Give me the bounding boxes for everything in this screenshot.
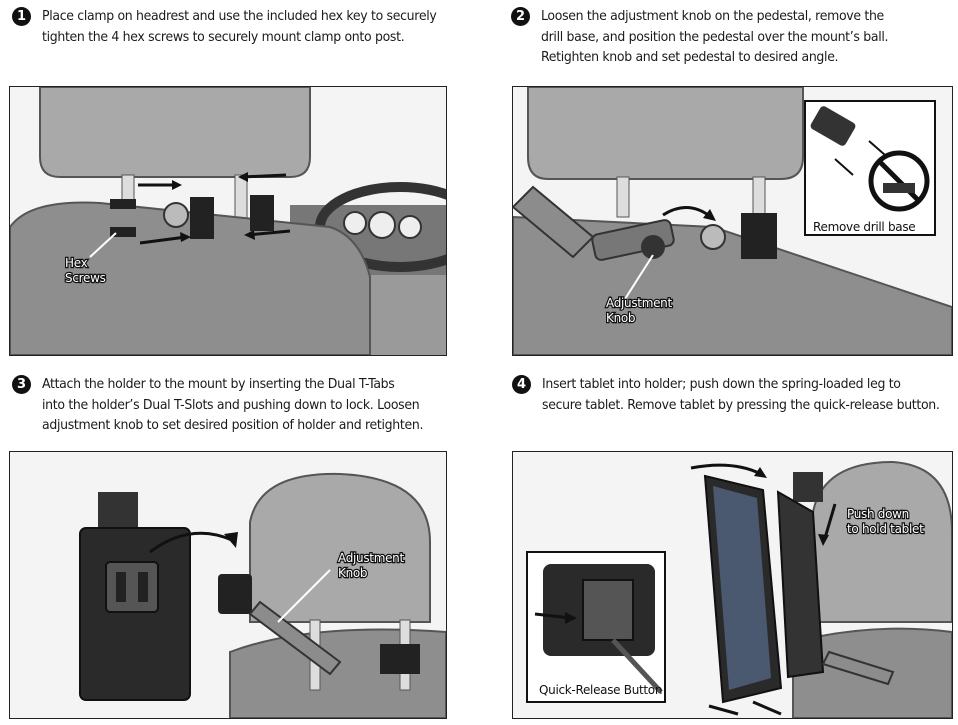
hex-screws-label-line2: Screws [65,271,106,285]
step-3-number: 3 [12,375,31,394]
step-1-number: 1 [12,7,31,26]
push-down-label-line2: to hold tablet [847,522,924,536]
adjustment-knob-label-line1: Adjustment [606,296,672,310]
step-4-instructions: 4 Insert tablet into holder; push down t… [512,374,958,415]
step-4-number: 4 [512,375,531,394]
push-down-label-line1: Push down [847,507,909,521]
step-3-text: Attach the holder to the mount by insert… [42,376,424,433]
adjustment-knob-label-line2: Knob [338,566,367,580]
step-3-instructions: 3 Attach the holder to the mount by inse… [12,374,456,436]
step-2-instructions: 2 Loosen the adjustment knob on the pede… [511,6,918,68]
step-2-number: 2 [511,7,530,26]
step-1-illustration: Hex Screws [9,86,447,356]
adjustment-knob-label-line2: Knob [606,311,635,325]
step-4-text: Insert tablet into holder; push down the… [542,376,940,413]
adjustment-knob-label-line1: Adjustment [338,551,404,565]
step-1-text: Place clamp on headrest and use the incl… [42,8,437,45]
hex-screws-label-line1: Hex [65,256,88,270]
step-1-instructions: 1 Place clamp on headrest and use the in… [12,6,471,47]
step-2-illustration: Adjustment Knob Remove drill base [512,86,953,356]
step-4-illustration: Push down to hold tablet Quick-Release B… [512,451,953,719]
step-2-text: Loosen the adjustment knob on the pedest… [541,8,889,65]
step-3-illustration: Adjustment Knob [9,451,447,719]
inset-remove-drill-base-label: Remove drill base [813,220,915,234]
inset-quick-release-label: Quick-Release Button [539,683,662,697]
